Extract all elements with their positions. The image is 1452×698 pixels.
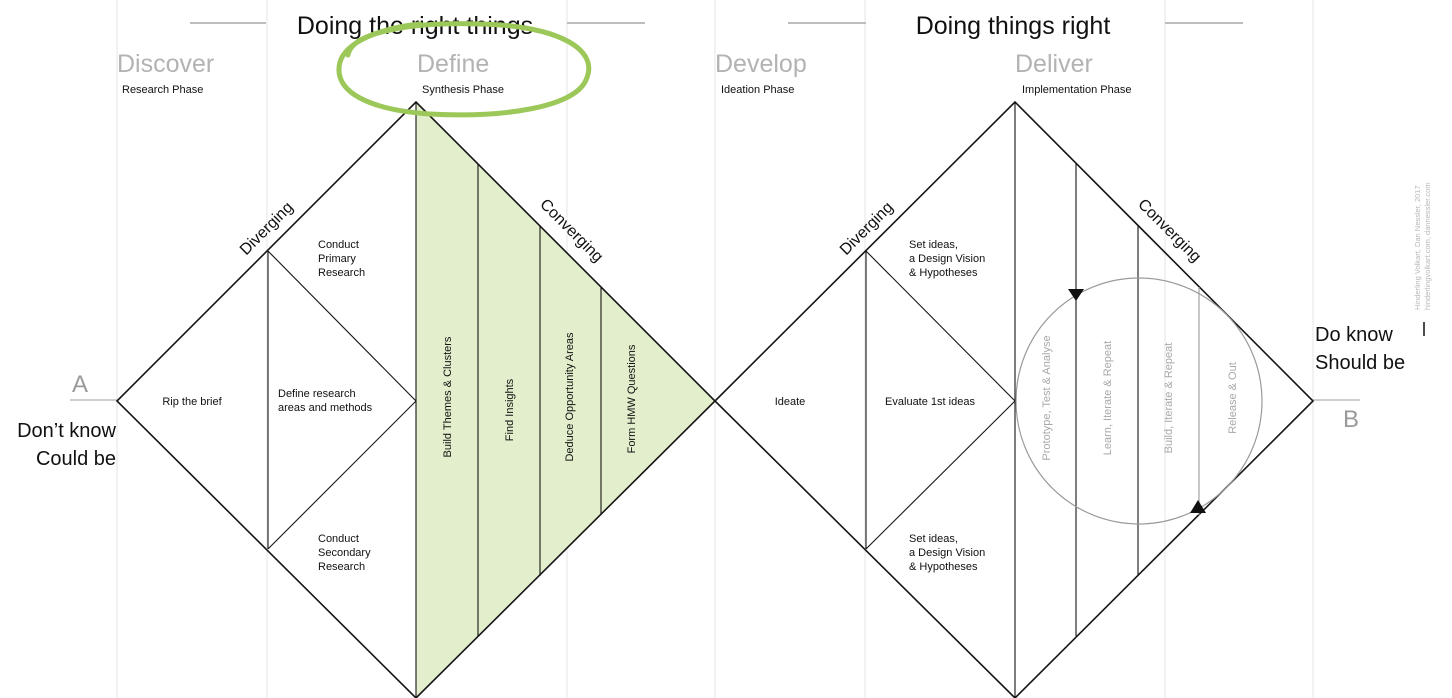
step-form-hmw-questions: Form HMW Questions [626,344,638,453]
start-state-line-2: Could be [36,448,116,470]
section-title-right: Doing things right [916,12,1111,40]
loop-arrow-top-icon [1068,289,1084,301]
column-guides [116,0,1314,698]
step-conduct-secondary-research: Conduct Secondary Research [318,533,374,573]
step-build-themes-clusters: Build Themes & Clusters [442,336,454,457]
step-build-iterate-repeat: Build, Iterate & Repeat [1163,343,1175,454]
loop-arrow-bottom-icon [1190,500,1206,513]
end-state-line-1: Do know [1315,324,1393,346]
step-prototype-test-analyse: Prototype, Test & Analyse [1041,335,1053,460]
credit-line-2: hinderlingvolkart.com, dannessler.com [1423,182,1432,310]
step-ideate: Ideate [775,396,806,408]
step-rip-the-brief: Rip the brief [162,396,222,408]
step-find-insights: Find Insights [504,378,516,441]
endpoint-b: B [1343,406,1359,433]
start-state-line-1: Don’t know [17,420,116,442]
step-learn-iterate-repeat: Learn, Iterate & Repeat [1102,341,1114,455]
step-release-out: Release & Out [1227,362,1239,434]
phase-develop-title: Develop [715,50,807,78]
phase-discover-subtitle: Research Phase [122,84,203,96]
iteration-loop [1015,277,1263,525]
credit-line-1: Hinderling Volkart, Dan Nessler, 2017 [1413,185,1422,310]
step-set-ideas-bottom: Set ideas, a Design Vision & Hypotheses [909,533,988,573]
step-conduct-primary-research: Conduct Primary Research [318,239,365,279]
step-set-ideas-top: Set ideas, a Design Vision & Hypotheses [909,239,988,279]
diamond-develop-deliver [713,100,1315,698]
phase-define-subtitle: Synthesis Phase [422,84,504,96]
define-highlight-circle [336,21,592,118]
phase-deliver-title: Deliver [1015,50,1093,78]
converging-label-2: Converging [1134,196,1204,266]
phase-deliver-subtitle: Implementation Phase [1022,84,1131,96]
define-phase-fill [416,102,715,698]
phase-define-title: Define [417,50,489,78]
phase-develop-subtitle: Ideation Phase [721,84,794,96]
phase-discover-title: Discover [117,50,214,78]
step-evaluate-first-ideas: Evaluate 1st ideas [885,396,975,408]
end-state-line-2: Should be [1315,352,1405,374]
step-deduce-opportunity-areas: Deduce Opportunity Areas [564,332,576,462]
step-define-research-areas: Define research areas and methods [278,388,373,414]
endpoint-a: A [72,371,88,398]
